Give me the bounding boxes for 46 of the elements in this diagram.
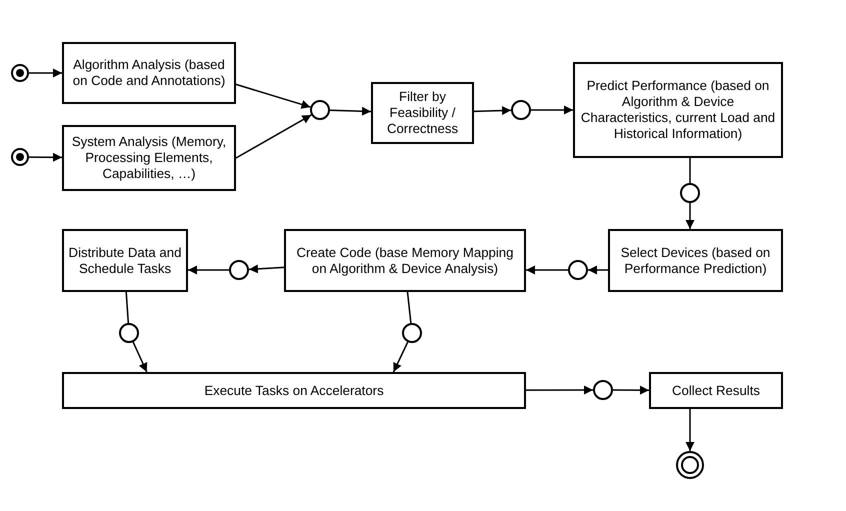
start-node-circle — [11, 64, 29, 82]
arrow — [686, 203, 694, 229]
junction-circle — [680, 183, 700, 203]
process-box — [62, 229, 188, 292]
arrow — [588, 266, 608, 274]
junction-circle — [593, 380, 613, 400]
process-label: Collect Results — [672, 382, 760, 398]
arrow — [236, 114, 312, 159]
arrow — [392, 342, 408, 372]
junction-circle — [402, 323, 422, 343]
process-label: Create Code (base Memory Mapping on Algorithm & Device Analysis) — [296, 244, 514, 276]
process-label: System Analysis (Memory, Processing Elements, Capabilities, …) — [70, 134, 228, 182]
start-node-circle — [11, 148, 29, 166]
junction-circle — [119, 323, 139, 343]
process-box — [371, 82, 474, 144]
process-label: Filter by Feasibility / Correctness — [386, 89, 460, 137]
process-label: Distribute Data and Schedule Tasks — [68, 244, 182, 276]
arrow — [474, 106, 512, 116]
process-box — [62, 372, 526, 409]
process-label: Select Devices (based on Performance Prediction) — [620, 244, 772, 276]
arrow — [29, 152, 62, 162]
arrow — [188, 266, 229, 274]
arrow — [531, 106, 573, 114]
process-box — [284, 229, 526, 292]
end-node-circle — [676, 451, 704, 479]
process-label: Execute Tasks on Accelerators — [204, 382, 384, 398]
arrow — [686, 409, 694, 451]
process-label: Algorithm Analysis (based on Code and Annotations) — [72, 57, 226, 89]
process-box — [62, 42, 236, 104]
junction-circle — [511, 100, 531, 120]
process-box — [62, 125, 236, 191]
process-box — [608, 229, 783, 292]
arrow — [330, 106, 372, 116]
arrow — [248, 264, 284, 274]
junction-circle — [568, 260, 588, 280]
process-label: Predict Performance (based on Algorithm & Device Characteristics, current Load and Historical Information) — [580, 78, 776, 142]
process-box — [573, 62, 783, 158]
arrow — [526, 266, 568, 274]
arrow — [526, 386, 593, 395]
junction-circle — [310, 100, 330, 120]
arrow — [132, 342, 148, 372]
process-box — [649, 372, 783, 409]
arrow — [236, 84, 311, 109]
junction-circle — [229, 260, 249, 280]
arrow — [29, 68, 62, 78]
arrow — [613, 386, 649, 395]
